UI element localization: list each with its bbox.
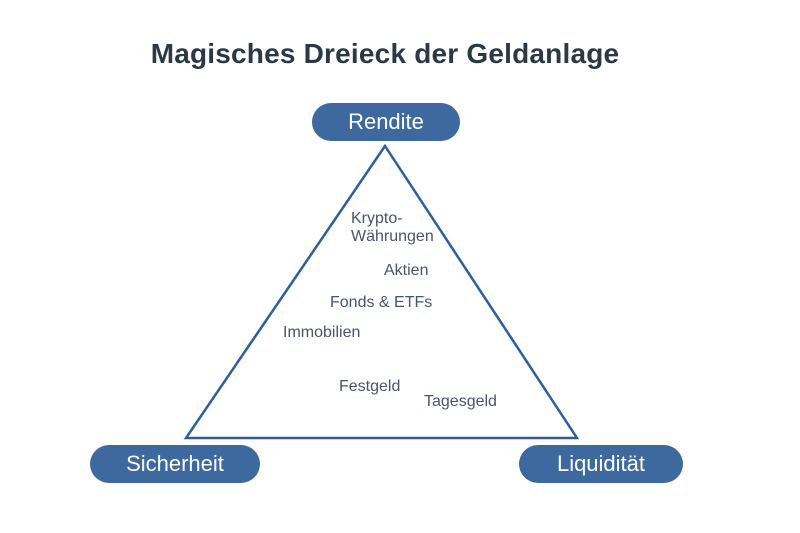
asset-label-krypto-waehrungen: Krypto- Währungen	[351, 210, 434, 245]
asset-label-tagesgeld: Tagesgeld	[424, 393, 497, 410]
asset-label-immobilien: Immobilien	[283, 324, 361, 341]
asset-label-fonds-etfs: Fonds & ETFs	[330, 294, 433, 311]
corner-badge-rendite: Rendite	[312, 103, 460, 141]
asset-label-festgeld: Festgeld	[339, 378, 401, 395]
asset-label-aktien: Aktien	[384, 262, 429, 279]
corner-badge-liquiditaet: Liquidität	[519, 445, 683, 483]
corner-badge-sicherheit: Sicherheit	[90, 445, 260, 483]
page-title: Magisches Dreieck der Geldanlage	[150, 38, 620, 69]
